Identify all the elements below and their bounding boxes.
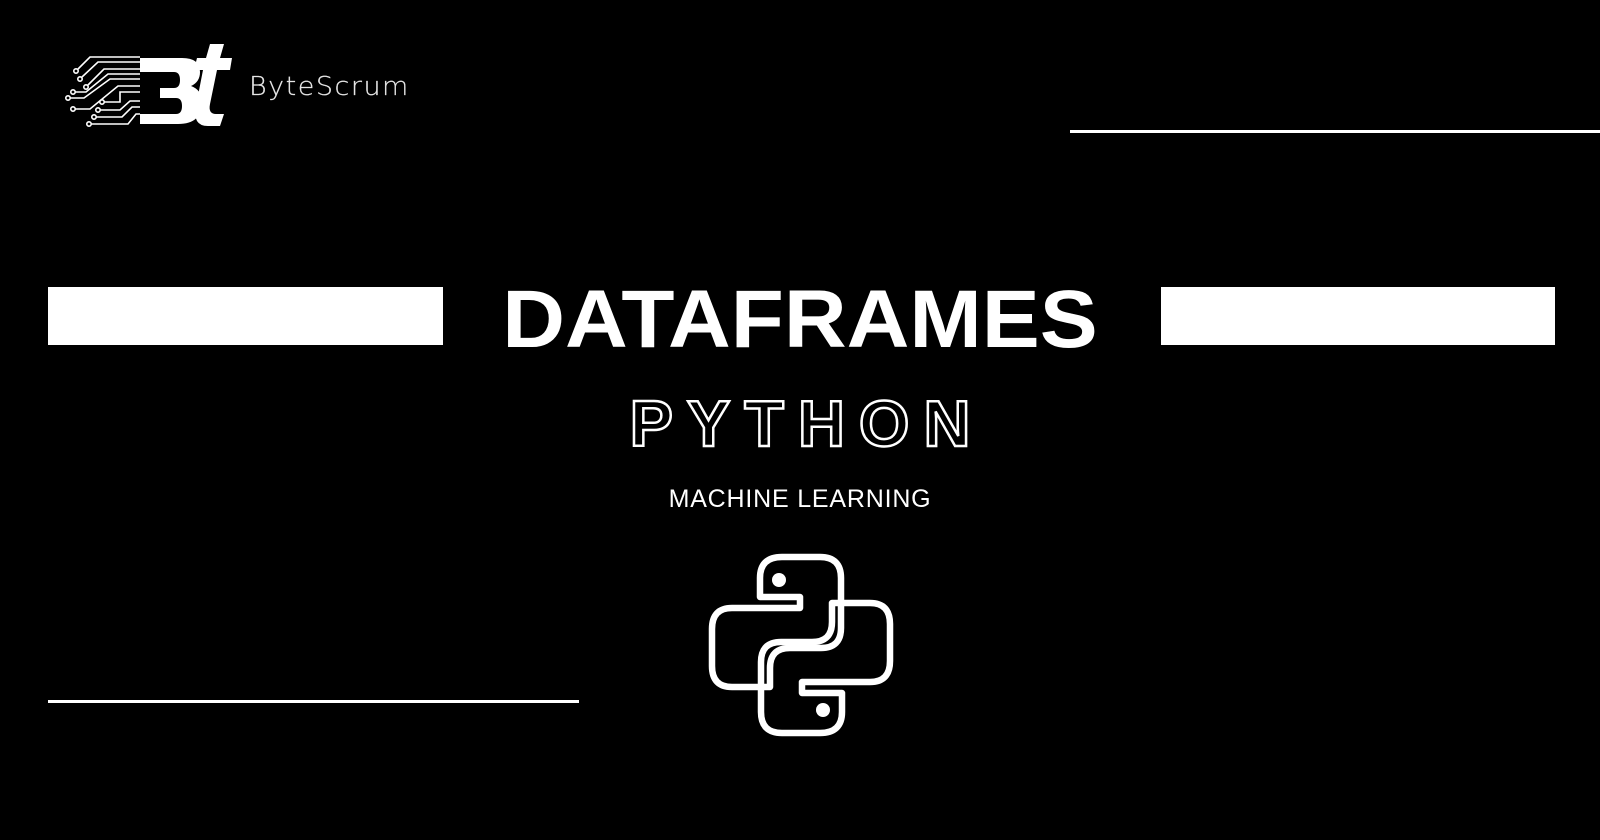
decorative-bar-right	[1161, 287, 1555, 345]
decorative-line-top-right	[1070, 130, 1600, 133]
subtitle-outline: PYTHON	[628, 387, 985, 460]
tagline: MACHINE LEARNING	[668, 485, 932, 513]
brand-logo: ByteScrum	[60, 40, 480, 135]
bytescrum-circuit-logo-icon	[65, 44, 232, 128]
python-logo-icon	[708, 553, 894, 737]
brand-name: ByteScrum	[249, 72, 410, 102]
page-title: DATAFRAMES	[502, 274, 1098, 365]
decorative-line-bottom-left	[48, 700, 579, 703]
decorative-bar-left	[48, 287, 443, 345]
